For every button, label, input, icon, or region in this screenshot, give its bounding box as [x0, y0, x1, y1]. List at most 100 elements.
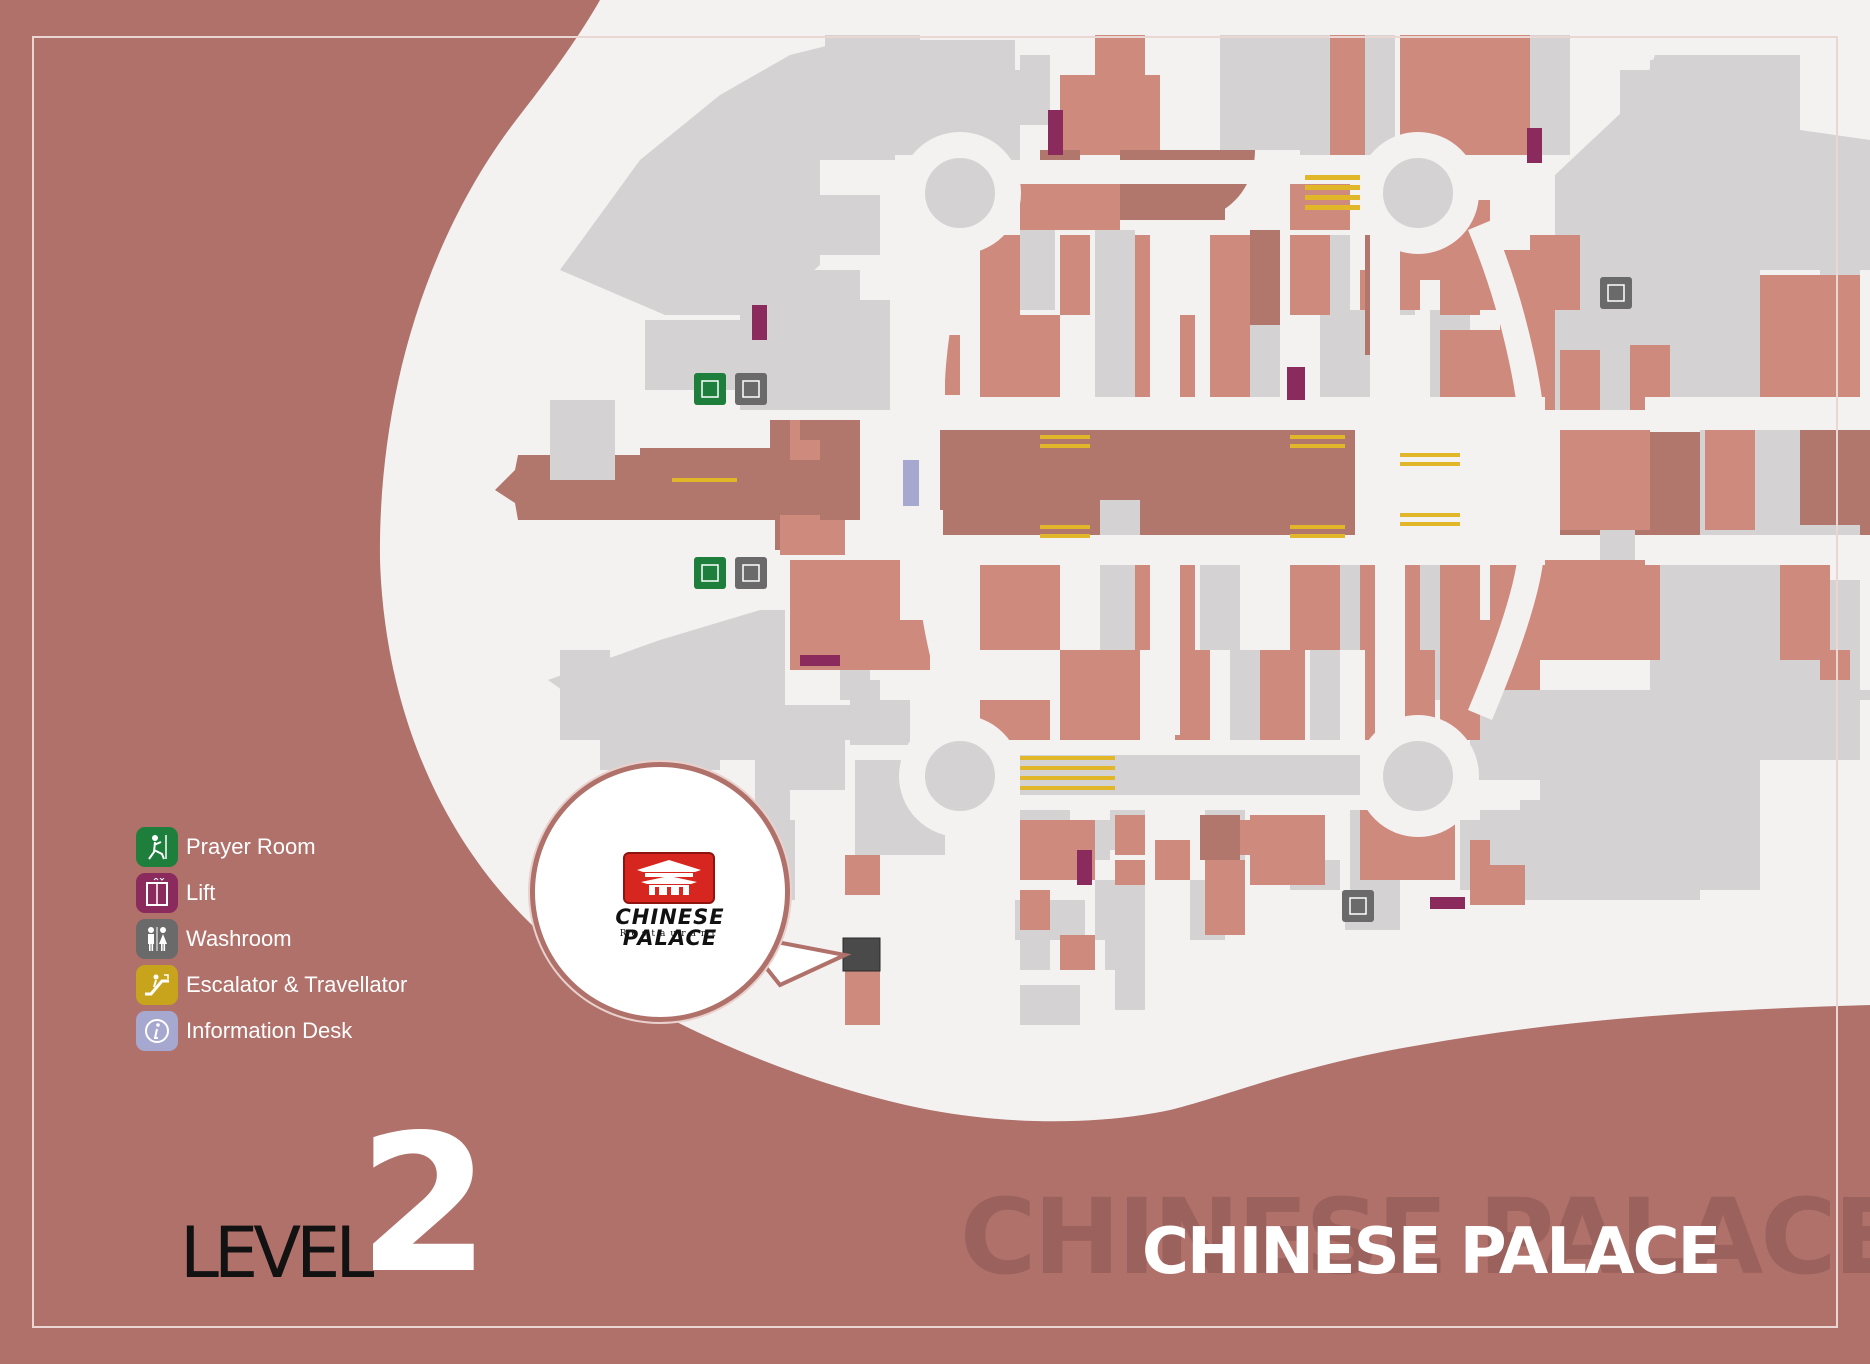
shop-unit — [1520, 800, 1700, 900]
walkway-ring — [860, 219, 1870, 735]
shop-unit — [850, 620, 930, 670]
store-title: CHINESE PALACE — [1142, 1215, 1721, 1289]
shop-unit — [1060, 75, 1160, 155]
shop-unit — [1650, 560, 1780, 690]
shop-unit — [1250, 320, 1280, 410]
washroom-icon-glyph — [1349, 897, 1367, 915]
escalator-marker — [1040, 534, 1090, 538]
shop-unit — [1310, 650, 1340, 740]
washroom-icon-glyph — [1607, 284, 1625, 302]
escalator-marker — [1305, 175, 1360, 180]
prayer-room-icon-glyph — [701, 380, 719, 398]
shop-unit — [1650, 60, 1800, 150]
shop-unit — [940, 430, 980, 510]
escalator-marker — [1290, 525, 1345, 529]
escalator-icon — [136, 965, 178, 1005]
lift-marker — [1430, 897, 1465, 909]
shop-unit — [1700, 180, 1810, 270]
legend-label: Escalator & Travellator — [186, 972, 408, 997]
legend-item-prayer-room[interactable]: Prayer Room — [136, 824, 407, 870]
shop-unit — [945, 335, 960, 395]
prayer-room-icon[interactable] — [694, 373, 726, 405]
shop-unit — [1200, 560, 1240, 650]
lift-icon — [136, 873, 178, 913]
shop-unit — [1095, 880, 1145, 940]
shop-unit — [1580, 185, 1720, 245]
escalator-marker — [1040, 435, 1090, 439]
shop-unit — [1060, 935, 1095, 970]
shop-unit — [980, 560, 1060, 650]
escalator-markers[interactable] — [672, 175, 1460, 790]
escalator-marker — [1305, 195, 1360, 200]
atrium-rings — [899, 132, 1479, 837]
shop-unit — [1440, 235, 1480, 315]
escalator-marker — [1020, 786, 1115, 790]
shop-unit — [1010, 700, 1050, 740]
shop-unit — [1060, 235, 1090, 315]
legend-label: Prayer Room — [186, 834, 316, 859]
shop-unit — [1020, 230, 1055, 310]
shop-unit — [1260, 650, 1305, 740]
lift-markers[interactable] — [752, 110, 1542, 909]
info-desk-marker — [903, 460, 919, 506]
washroom-icon-glyph — [742, 564, 760, 582]
shop-unit — [850, 700, 910, 745]
escalator-marker — [1400, 522, 1460, 526]
shop-unit — [1330, 235, 1350, 310]
store-logo-callout[interactable]: CHINESE PALACE Restaurant — [530, 762, 790, 1022]
washroom-icon[interactable] — [1600, 277, 1632, 309]
map-legend: Prayer Room Lift Washroom Escalator & Tr… — [136, 824, 407, 1054]
level-label: LEVEL — [180, 1212, 374, 1294]
prayer-room-icon — [136, 827, 178, 867]
shop-unit — [980, 315, 1060, 410]
washroom-icon — [136, 919, 178, 959]
shop-unit — [1205, 905, 1245, 935]
escalator-marker — [672, 478, 737, 482]
washroom-icon[interactable] — [735, 373, 767, 405]
washroom-icon[interactable] — [735, 557, 767, 589]
legend-item-info-desk[interactable]: Information Desk — [136, 1008, 407, 1054]
shop-unit — [1820, 150, 1860, 290]
shop-unit — [1210, 315, 1250, 410]
escalator-marker — [1305, 205, 1360, 210]
escalator-marker — [1305, 185, 1360, 190]
lift-marker — [800, 655, 840, 666]
prayer-room-icon[interactable] — [694, 557, 726, 589]
escalator-marker — [1040, 525, 1090, 529]
escalator-marker — [1290, 444, 1345, 448]
shop-unit — [1530, 560, 1660, 660]
legend-label: Lift — [186, 880, 216, 905]
restaurant-logo — [623, 852, 715, 904]
shop-unit — [1440, 560, 1480, 650]
shop-unit — [1330, 35, 1365, 155]
shop-unit — [1560, 350, 1600, 410]
shop-unit — [1100, 560, 1140, 650]
escalator-marker — [1400, 513, 1460, 517]
shop-unit — [1105, 940, 1145, 970]
info-desk-markers[interactable] — [903, 460, 919, 506]
lift-marker — [752, 305, 767, 340]
legend-item-washroom[interactable]: Washroom — [136, 916, 407, 962]
shop-unit — [1155, 840, 1190, 880]
shop-unit — [1470, 865, 1525, 905]
legend-item-lift[interactable]: Lift — [136, 870, 407, 916]
legend-label: Information Desk — [186, 1018, 353, 1043]
legend-item-escalator[interactable]: Escalator & Travellator — [136, 962, 407, 1008]
lift-marker — [1048, 110, 1063, 155]
washroom-markers[interactable] — [735, 277, 1632, 922]
escalator-marker — [1020, 766, 1115, 770]
info-desk-icon — [136, 1011, 178, 1051]
shop-unit — [1250, 230, 1280, 325]
escalator-marker — [1290, 435, 1345, 439]
shop-unit — [1175, 650, 1210, 740]
shop-unit — [1555, 430, 1650, 530]
shop-unit — [1820, 650, 1850, 680]
pagoda-icon — [637, 860, 701, 895]
prayer-room-markers[interactable] — [694, 373, 726, 589]
washroom-icon[interactable] — [1342, 890, 1374, 922]
escalator-marker — [1400, 462, 1460, 466]
shop-unit — [820, 440, 865, 520]
lift-marker — [1287, 367, 1305, 400]
